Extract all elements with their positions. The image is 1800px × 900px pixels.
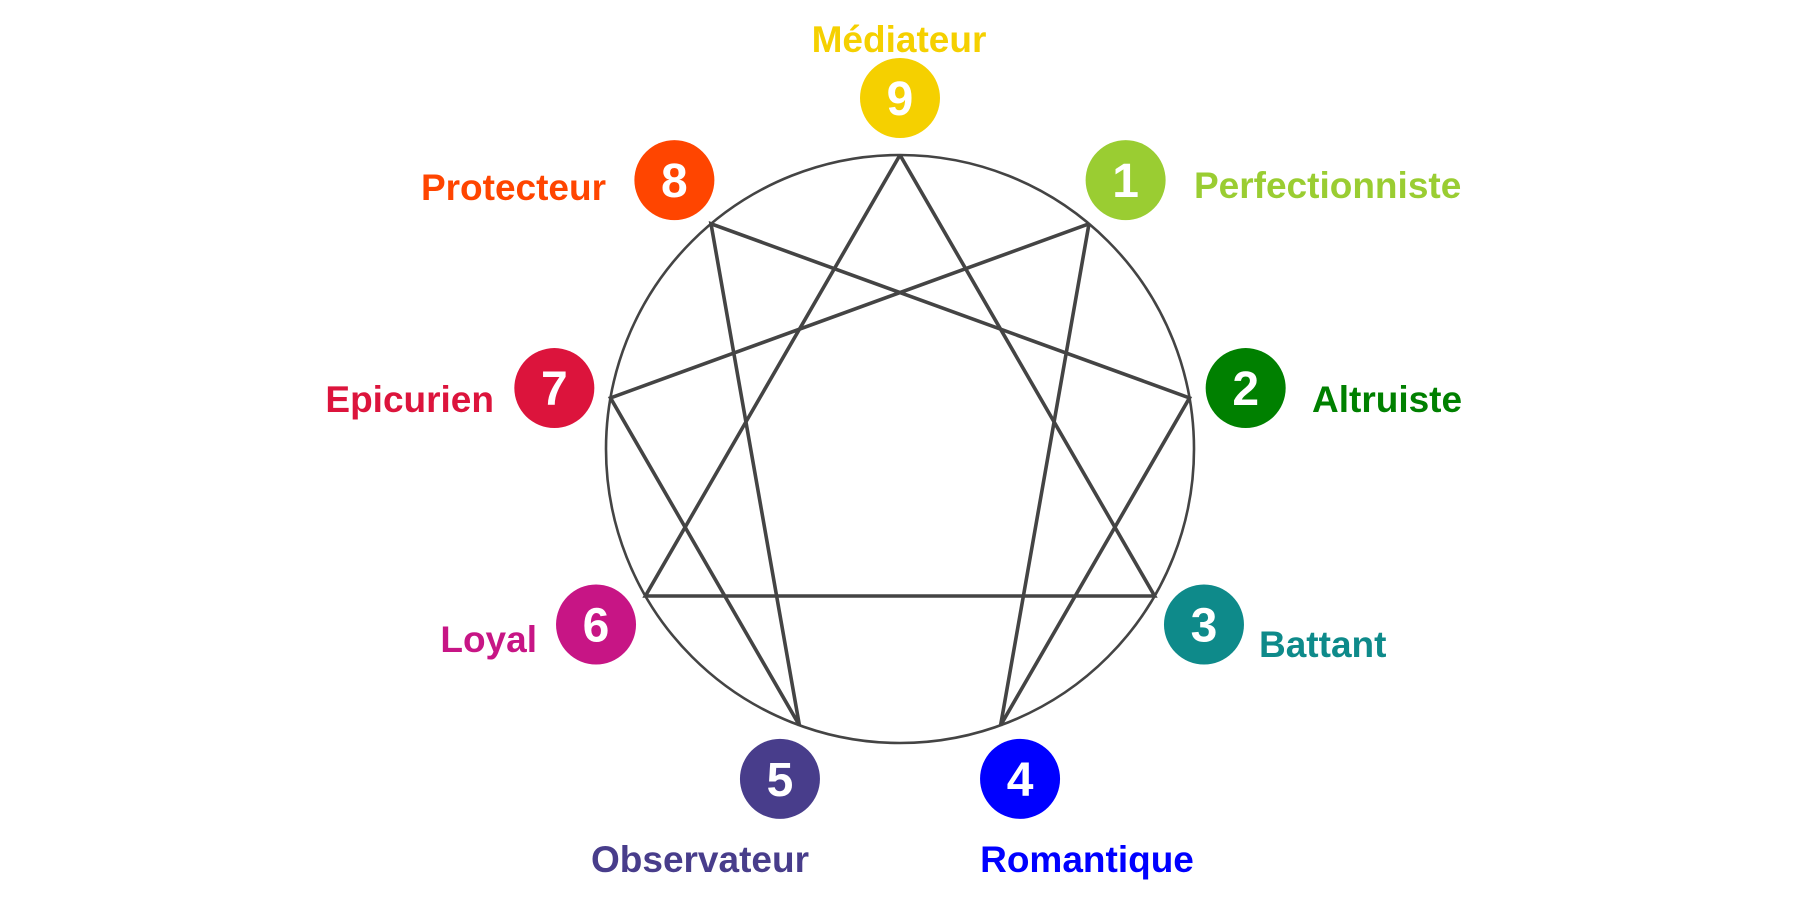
hexad-line	[607, 221, 1193, 727]
badge-number: 1	[1112, 155, 1139, 208]
badge-circle	[1163, 584, 1244, 665]
connection-lines	[607, 154, 1193, 727]
badge-number: 5	[767, 754, 794, 807]
type-label-9: Médiateur	[812, 19, 987, 60]
badge-number: 3	[1191, 600, 1218, 653]
triangle-line	[642, 154, 1158, 598]
badge-number: 4	[1007, 754, 1034, 807]
outer-circle	[604, 153, 1196, 745]
type-badge-5: 5	[739, 738, 820, 819]
badge-number: 2	[1232, 363, 1259, 416]
badge-number: 6	[583, 600, 610, 653]
type-badge-7: 7	[514, 348, 595, 429]
type-label-2: Altruiste	[1312, 379, 1462, 420]
type-label-7: Epicurien	[325, 379, 494, 420]
badge-number: 9	[887, 73, 914, 126]
type-badges: 9 1 2 3 4 5 6 7 8	[514, 58, 1286, 819]
type-label-3: Battant	[1259, 624, 1386, 665]
badge-circle	[514, 348, 595, 429]
badge-number: 7	[541, 363, 568, 416]
type-badge-4: 4	[980, 738, 1061, 819]
type-label-4: Romantique	[980, 839, 1194, 880]
type-labels: MédiateurPerfectionnisteAltruisteBattant…	[325, 19, 1462, 880]
badge-circle	[1205, 348, 1286, 429]
type-label-8: Protecteur	[421, 167, 606, 208]
type-label-1: Perfectionniste	[1194, 165, 1461, 206]
type-badge-1: 1	[1085, 140, 1166, 221]
badge-circle	[860, 58, 940, 138]
badge-circle	[634, 140, 715, 221]
badge-circle	[556, 584, 637, 665]
badge-circle	[739, 738, 820, 819]
type-badge-6: 6	[556, 584, 637, 665]
type-badge-8: 8	[634, 140, 715, 221]
badge-circle	[980, 738, 1061, 819]
type-badge-2: 2	[1205, 348, 1286, 429]
badge-circle	[1085, 140, 1166, 221]
type-badge-9: 9	[860, 58, 940, 138]
badge-number: 8	[661, 155, 688, 208]
type-badge-3: 3	[1163, 584, 1244, 665]
type-label-5: Observateur	[591, 839, 809, 880]
type-label-6: Loyal	[440, 619, 537, 660]
